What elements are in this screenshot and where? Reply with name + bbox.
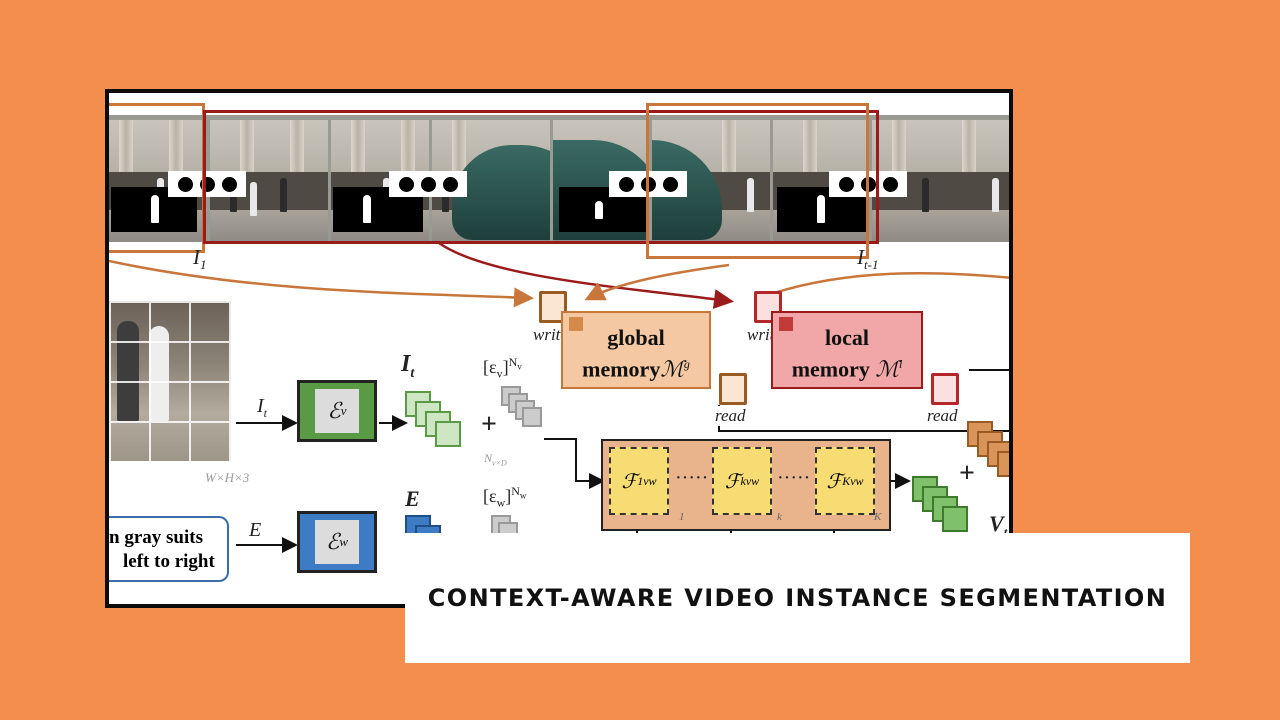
video-frame <box>432 120 550 242</box>
local-memory: local memory ℳl <box>771 311 923 389</box>
write-icon <box>539 291 567 323</box>
segmentation-mask <box>333 187 423 232</box>
global-window <box>646 103 869 259</box>
caption-title: CONTEXT-AWARE VIDEO INSTANCE SEGMENTATIO… <box>427 584 1168 612</box>
read-icon <box>931 373 959 405</box>
fusion-ellipsis: ····· <box>777 467 811 489</box>
visual-embedding-label: [εv]Nv <box>483 355 522 381</box>
visual-feature-map <box>435 421 461 447</box>
video-frame <box>773 120 869 242</box>
plus-sign: + <box>481 409 497 440</box>
layer-index: K <box>874 511 882 523</box>
image-size-label: W×H×3 <box>205 470 250 485</box>
query-text: n gray suits left to right <box>109 516 229 582</box>
input-image <box>109 301 231 461</box>
frame-last-label: It-1 <box>857 245 879 273</box>
memory-feature-map <box>997 451 1009 477</box>
write-label: write <box>533 325 568 345</box>
video-frame <box>109 120 205 242</box>
it-feature-label: It <box>401 351 415 381</box>
vt-label: Vt <box>989 511 1008 540</box>
plus-sign: + <box>959 458 975 489</box>
caption-card: CONTEXT-AWARE VIDEO INSTANCE SEGMENTATIO… <box>405 533 1190 663</box>
embedding-size-label: Nv×D <box>484 451 507 468</box>
layer-index: 1 <box>679 511 685 523</box>
video-frame <box>553 120 649 242</box>
local-window <box>203 110 879 244</box>
e-arrow-label: E <box>249 519 262 541</box>
read-icon <box>719 373 747 405</box>
embedding-map <box>522 407 542 427</box>
ellipsis-dots <box>609 171 687 197</box>
e-feature-label: E <box>405 486 420 511</box>
frame-first-label: I1 <box>193 245 207 273</box>
fusion-ellipsis: ····· <box>675 467 709 489</box>
video-frame <box>210 120 328 242</box>
read-label: read <box>715 406 746 426</box>
ellipsis-dots <box>389 171 467 197</box>
read-label: read <box>927 406 958 426</box>
it-arrow-label: It <box>257 395 268 420</box>
text-embedding-label: [εw]Nw <box>483 484 527 510</box>
video-frame <box>652 120 770 242</box>
layer-index: k <box>777 511 782 523</box>
output-feature-map <box>942 506 968 532</box>
ellipsis-dots <box>168 171 246 197</box>
global-memory: global memoryℳg <box>561 311 711 389</box>
